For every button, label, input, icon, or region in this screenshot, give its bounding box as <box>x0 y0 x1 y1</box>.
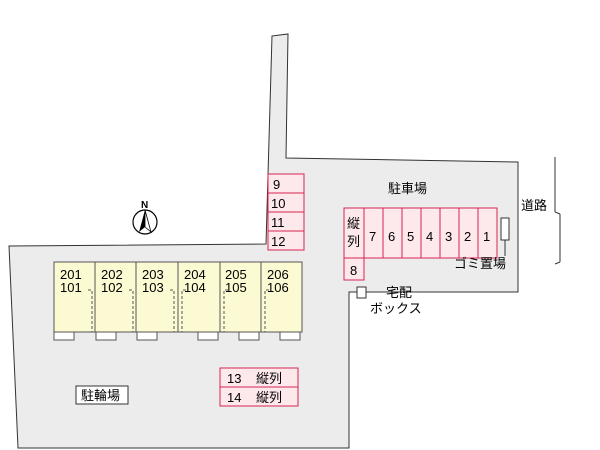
lot-area <box>8 33 519 449</box>
building-unit: 201 101 <box>53 261 96 341</box>
unit-balcony <box>197 331 219 341</box>
parking-space-number: 8 <box>350 263 357 278</box>
unit-balcony <box>53 331 75 341</box>
parking-space <box>267 230 305 251</box>
unit-entry-dashed <box>170 289 175 332</box>
unit-balcony <box>279 331 301 341</box>
road-edge <box>554 157 561 265</box>
building-unit: 205 105 <box>219 261 262 341</box>
parking-space <box>219 386 299 407</box>
parking-space-number: 5 <box>407 229 414 244</box>
parking-space-number: 6 <box>388 229 395 244</box>
unit-number-upper: 204 <box>184 267 206 282</box>
parking-space-tate-number <box>343 257 365 281</box>
unit-number-lower: 104 <box>184 280 206 295</box>
unit-block <box>94 261 137 333</box>
unit-number-upper: 206 <box>267 267 289 282</box>
compass-arrow-half-icon <box>144 209 152 234</box>
parking-space-number: 4 <box>426 229 433 244</box>
garbage-box <box>500 217 510 241</box>
parking-space-note: 縦列 <box>256 390 282 405</box>
parking-tate-char: 縦 <box>347 216 360 231</box>
parking-space-number: 10 <box>271 196 285 211</box>
unit-number-lower: 101 <box>60 280 82 295</box>
parking-row: 7 6 5 4 3 2 1 <box>363 207 498 259</box>
parking-space-number: 9 <box>273 177 280 192</box>
unit-entry-dashed <box>181 289 186 332</box>
building-unit: 202 102 <box>94 261 137 341</box>
delivery-label-line1: 宅配 <box>386 285 412 300</box>
parking-space-number: 7 <box>369 229 376 244</box>
unit-number-lower: 105 <box>225 280 247 295</box>
parking-bottom: 13 縦列 14 縦列 <box>219 367 299 407</box>
parking-space-number: 2 <box>464 229 471 244</box>
parking-space-number: 12 <box>271 234 285 249</box>
building: 201 101 202 102 203 103 204 104 <box>53 261 303 341</box>
parking-space-number: 3 <box>445 229 452 244</box>
unit-number-lower: 102 <box>101 280 123 295</box>
unit-number-upper: 205 <box>225 267 247 282</box>
parking-title: 駐車場 <box>388 181 427 196</box>
delivery-label-line2: ボックス <box>370 301 422 316</box>
unit-block <box>135 261 179 333</box>
road-label: 道路 <box>521 198 547 213</box>
unit-number-upper: 202 <box>101 267 123 282</box>
bicycle-label: 駐輪場 <box>81 388 120 403</box>
delivery-box <box>356 286 367 299</box>
unit-block <box>53 261 96 333</box>
building-unit: 203 103 <box>135 261 179 341</box>
parking-tate-column: 縦 列 8 <box>343 207 365 281</box>
parking-space-number: 13 <box>227 371 241 386</box>
parking-space-number: 14 <box>227 390 241 405</box>
parking-space-number: 1 <box>483 229 490 244</box>
bicycle-label-box <box>75 385 129 405</box>
unit-balcony <box>238 331 260 341</box>
unit-number-upper: 203 <box>142 267 164 282</box>
unit-entry-dashed <box>129 289 134 332</box>
unit-balcony <box>95 331 117 341</box>
garbage-label: ゴミ置場 <box>454 256 506 271</box>
unit-block <box>260 261 303 333</box>
parking-tate-char: 列 <box>347 234 360 249</box>
unit-entry-dashed <box>223 289 228 332</box>
unit-entry-dashed <box>88 289 93 332</box>
unit-number-upper: 201 <box>60 267 82 282</box>
unit-number-lower: 103 <box>142 280 164 295</box>
parking-space-number: 11 <box>271 215 285 230</box>
building-unit: 204 104 <box>177 261 221 341</box>
compass: N <box>132 200 158 235</box>
unit-balcony <box>136 331 158 341</box>
unit-entry-dashed <box>264 289 269 332</box>
compass-arrow-icon <box>139 210 145 232</box>
unit-block <box>219 261 262 333</box>
building-unit: 206 106 <box>260 261 303 341</box>
parking-space-note: 縦列 <box>256 371 282 386</box>
compass-label: N <box>141 200 148 211</box>
parking-space <box>477 207 498 259</box>
unit-number-lower: 106 <box>267 280 289 295</box>
parking-left-column: 9 10 11 12 <box>267 173 305 251</box>
